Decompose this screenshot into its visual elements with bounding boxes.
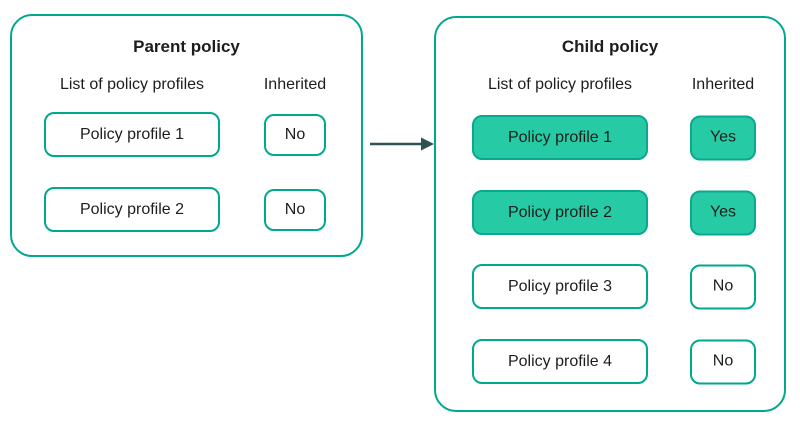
child-profiles-column-header: List of policy profiles xyxy=(487,76,633,93)
policy-profile-box-highlighted: Policy profile 2 xyxy=(472,190,648,235)
child-policy-panel: Child policy List of policy profiles Inh… xyxy=(434,16,786,412)
parent-policy-panel: Parent policy List of policy profiles In… xyxy=(10,14,363,257)
policy-profile-label: Policy profile 1 xyxy=(507,128,613,146)
inherited-status-box-highlighted: Yes xyxy=(690,190,756,235)
parent-policy-row-2: Policy profile 2 No xyxy=(12,187,361,232)
inheritance-arrow-icon xyxy=(370,137,434,151)
inherited-status-box-highlighted: Yes xyxy=(690,115,756,160)
child-inherited-column-header: Inherited xyxy=(691,76,755,93)
inherited-status-value: Yes xyxy=(709,203,737,221)
parent-inherited-column-header: Inherited xyxy=(263,76,327,93)
policy-profile-label: Policy profile 2 xyxy=(507,203,613,221)
policy-profile-box: Policy profile 3 xyxy=(472,264,648,309)
policy-profile-box-highlighted: Policy profile 1 xyxy=(472,115,648,160)
policy-profile-label: Policy profile 3 xyxy=(507,277,613,295)
inherited-status-box: No xyxy=(690,339,756,384)
parent-policy-row-1: Policy profile 1 No xyxy=(12,112,361,157)
parent-policy-title: Parent policy xyxy=(133,37,240,56)
policy-profile-label: Policy profile 4 xyxy=(507,352,613,370)
policy-profile-box: Policy profile 4 xyxy=(472,339,648,384)
parent-profiles-column-header: List of policy profiles xyxy=(59,76,205,93)
policy-profile-label: Policy profile 1 xyxy=(79,125,185,143)
child-policy-row-3: Policy profile 3 No xyxy=(436,264,784,309)
inherited-status-value: No xyxy=(712,352,734,370)
child-policy-row-2: Policy profile 2 Yes xyxy=(436,190,784,235)
inherited-status-value: No xyxy=(284,125,306,143)
inherited-status-value: Yes xyxy=(709,128,737,146)
policy-profile-box: Policy profile 2 xyxy=(44,187,220,232)
inherited-status-box: No xyxy=(264,113,326,156)
child-policy-row-4: Policy profile 4 No xyxy=(436,339,784,384)
policy-profile-label: Policy profile 2 xyxy=(79,200,185,218)
child-policy-row-1: Policy profile 1 Yes xyxy=(436,115,784,160)
inherited-status-box: No xyxy=(264,188,326,231)
inherited-status-box: No xyxy=(690,264,756,309)
child-policy-title: Child policy xyxy=(561,37,659,56)
policy-profile-box: Policy profile 1 xyxy=(44,112,220,157)
inherited-status-value: No xyxy=(284,200,306,218)
inherited-status-value: No xyxy=(712,277,734,295)
